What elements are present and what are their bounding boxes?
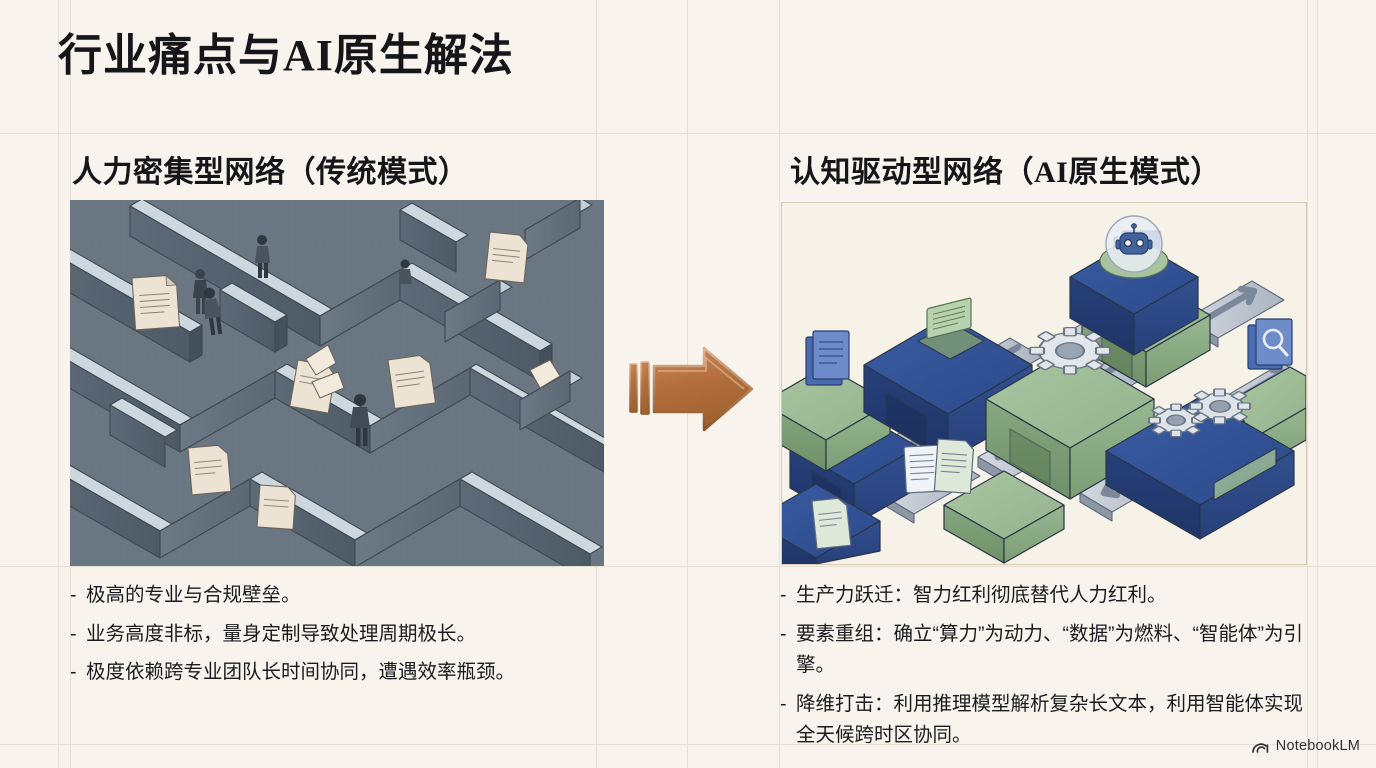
bullet-marker: - xyxy=(70,584,77,606)
bullet-item: - 极高的专业与合规壁垒。 xyxy=(70,580,610,612)
gridline-horizontal xyxy=(0,566,1376,567)
notebooklm-watermark: NotebookLM xyxy=(1251,737,1360,754)
bullet-text: 业务高度非标，量身定制导致处理周期极长。 xyxy=(86,622,477,645)
bullet-item: - 极度依赖跨专业团队长时间协同，遭遇效率瓶颈。 xyxy=(70,657,610,689)
bullet-item: - 要素重组：确立“算力”为动力、“数据”为燃料、“智能体”为引擎。 xyxy=(780,619,1320,682)
notebooklm-logo-icon xyxy=(1251,743,1269,753)
transition-arrow xyxy=(626,344,760,436)
doc-icon-green-center xyxy=(917,297,985,360)
bullet-text: 要素重组：确立“算力”为动力、“数据”为燃料、“智能体”为引擎。 xyxy=(796,622,1303,677)
isometric-maze-illustration xyxy=(70,200,604,566)
doc-icon-blue-left xyxy=(805,330,850,386)
block-green-flat-bottom xyxy=(943,470,1065,564)
floating-documents xyxy=(811,438,974,550)
bullet-text: 降维打击：利用推理模型解析复杂长文本，利用智能体实现全天候跨时区协同。 xyxy=(796,692,1304,747)
gridline-horizontal xyxy=(0,133,1376,134)
bullet-marker: - xyxy=(780,584,787,606)
right-column-heading: 认知驱动型网络（AI原生模式） xyxy=(790,156,1221,189)
ai-pipeline-illustration-panel xyxy=(781,202,1307,565)
gear-icon-large xyxy=(1028,327,1112,375)
bullet-text: 极高的专业与合规壁垒。 xyxy=(86,584,301,606)
left-bullet-list: - 极高的专业与合规壁垒。 - 业务高度非标，量身定制导致处理周期极长。 - 极… xyxy=(70,580,610,696)
bullet-item: - 降维打击：利用推理模型解析复杂长文本，利用智能体实现全天候跨时区协同。 xyxy=(780,689,1320,752)
arrow-right-icon xyxy=(629,346,754,432)
isometric-ai-pipeline-illustration xyxy=(782,203,1306,564)
bullet-item: - 业务高度非标，量身定制导致处理周期极长。 xyxy=(70,619,610,651)
gridline-vertical xyxy=(58,0,59,768)
ai-robot-icon xyxy=(1099,215,1169,279)
lens-icon xyxy=(1247,318,1293,370)
bullet-text: 生产力跃迁：智力红利彻底替代人力红利。 xyxy=(796,584,1167,606)
bullet-marker: - xyxy=(780,622,787,645)
bullet-item: - 生产力跃迁：智力红利彻底替代人力红利。 xyxy=(780,580,1320,612)
maze-human-figures xyxy=(193,235,412,446)
maze-illustration-panel xyxy=(70,200,604,566)
watermark-label: NotebookLM xyxy=(1275,737,1360,754)
bullet-marker: - xyxy=(780,692,787,715)
page-title: 行业痛点与AI原生解法 xyxy=(58,31,514,80)
bullet-marker: - xyxy=(70,622,77,645)
left-column-heading: 人力密集型网络（传统模式） xyxy=(72,156,469,189)
bullet-text: 极度依赖跨专业团队长时间协同，遭遇效率瓶颈。 xyxy=(86,661,516,684)
right-bullet-list: - 生产力跃迁：智力红利彻底替代人力红利。 - 要素重组：确立“算力”为动力、“… xyxy=(780,580,1320,759)
maze-paper-documents xyxy=(131,231,561,530)
bullet-marker: - xyxy=(70,661,77,684)
gear-icon-twin xyxy=(1148,388,1251,438)
